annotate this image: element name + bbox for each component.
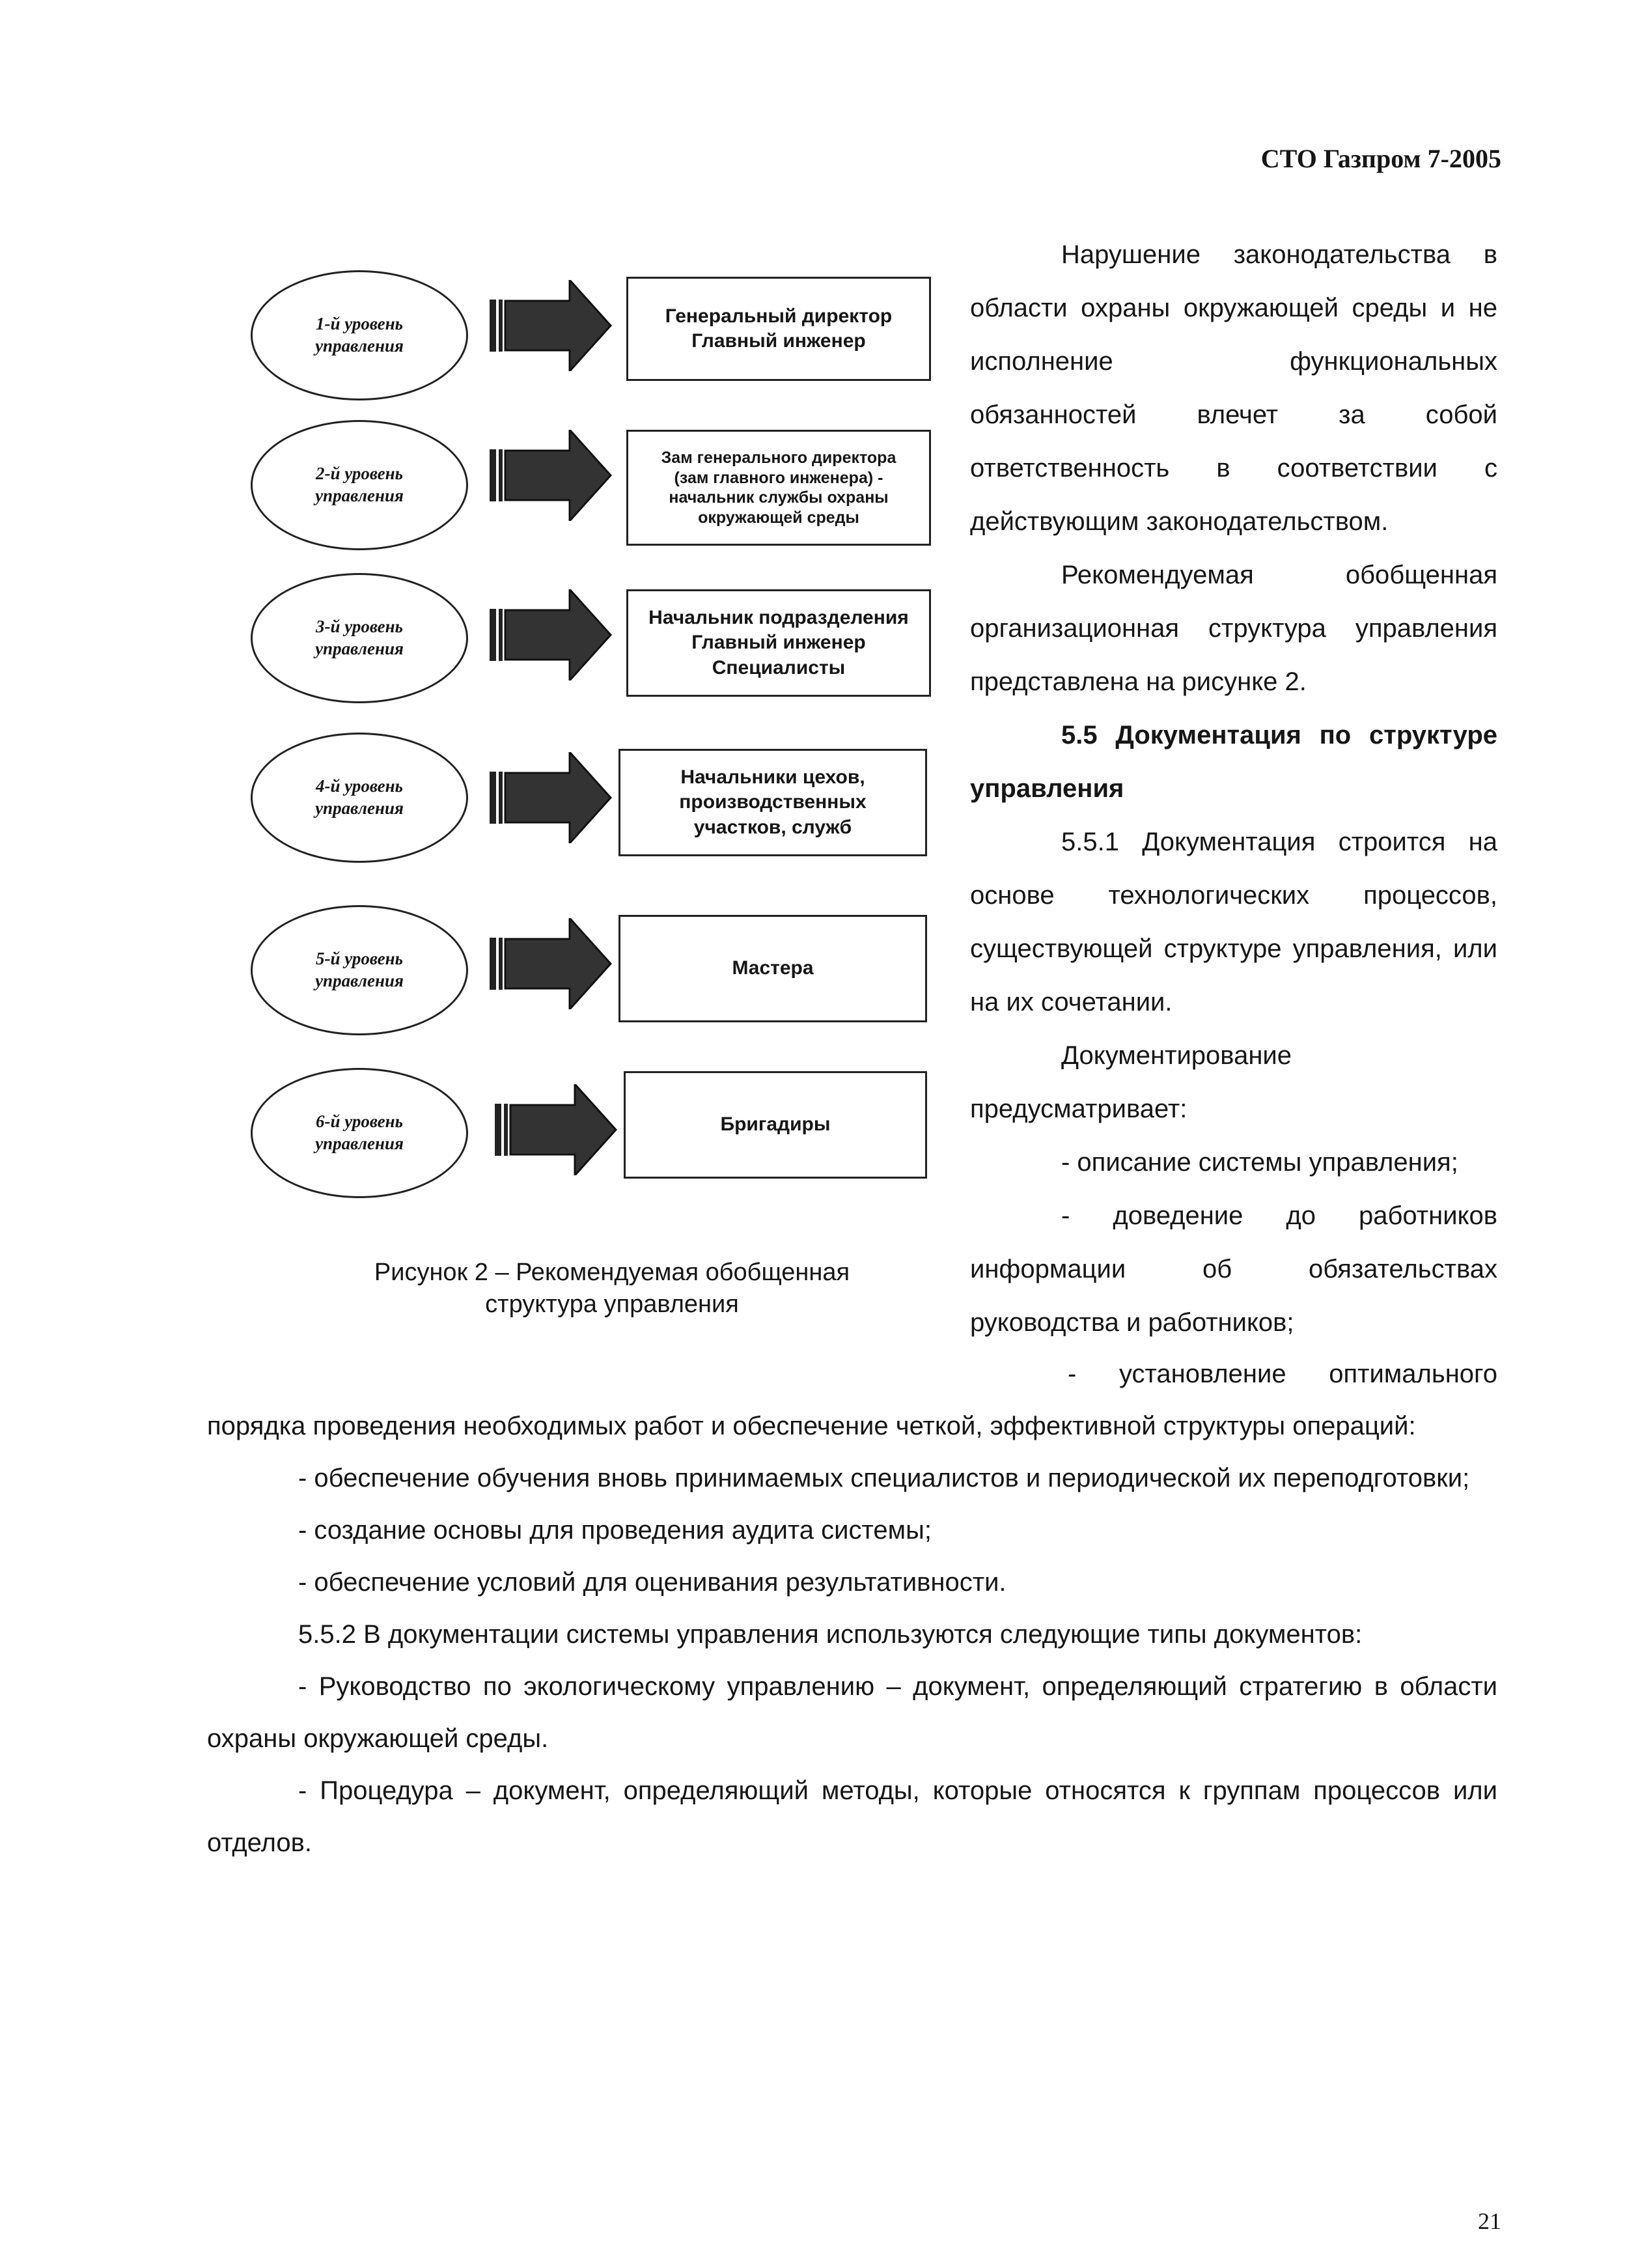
arrow-icon <box>490 918 612 1009</box>
level-label: 1-й уровень <box>316 314 403 334</box>
body-text: - установление оптимального порядка пров… <box>207 1348 1497 1869</box>
paragraph: Документирование предусматривает: <box>970 1041 1292 1123</box>
level-label: 5-й уровень <box>316 949 403 969</box>
arrow-icon <box>490 430 612 521</box>
level-position-box: Мастера <box>618 915 927 1022</box>
level-position-box: Генеральный директор Главный инженер <box>626 277 931 381</box>
level-oval: 4-й уровень управления <box>251 733 468 863</box>
level-label: управления <box>315 336 404 356</box>
level-oval: 1-й уровень управления <box>251 270 468 400</box>
level-oval: 5-й уровень управления <box>251 905 468 1035</box>
level-position-box: Начальники цехов, производственных участ… <box>618 749 927 856</box>
level-label: управления <box>315 1134 404 1153</box>
paragraph: Нарушение законодательства в области охр… <box>970 240 1497 536</box>
figure-caption: Рисунок 2 – Рекомендуемая обобщенная стр… <box>286 1257 938 1320</box>
arrow-icon <box>490 280 612 371</box>
arrow-icon <box>495 1084 617 1175</box>
level-oval: 6-й уровень управления <box>251 1068 468 1198</box>
bullet-item: - создание основы для проведения аудита … <box>298 1516 932 1545</box>
figure-caption-line: структура управления <box>485 1290 739 1318</box>
level-oval: 3-й уровень управления <box>251 573 468 703</box>
page-number: 21 <box>1478 2208 1501 2234</box>
level-label: 4-й уровень <box>316 776 403 796</box>
level-label: 6-й уровень <box>316 1112 403 1132</box>
paragraph: 5.5.1 Документация строится на основе те… <box>970 828 1497 1016</box>
bullet-item: - доведение до работников информации об … <box>970 1201 1497 1337</box>
level-label: управления <box>315 639 404 658</box>
bullet-item: - Процедура – документ, определяющий мет… <box>207 1776 1497 1857</box>
bullet-item: - Руководство по экологическому управлен… <box>207 1672 1497 1753</box>
document-header: СТО Газпром 7-2005 <box>1260 144 1501 173</box>
level-position-box: Начальник подразделения Главный инженер … <box>626 589 931 697</box>
level-position-box: Бригадиры <box>624 1071 927 1179</box>
bullet-item: - установление оптимального порядка пров… <box>207 1360 1497 1440</box>
level-label: управления <box>315 798 404 818</box>
level-oval: 2-й уровень управления <box>251 420 468 550</box>
bullet-item: - обеспечение условий для оценивания рез… <box>298 1568 1007 1597</box>
bullet-item: - обеспечение обучения вновь принимаемых… <box>298 1464 1470 1492</box>
paragraph: Рекомендуемая обобщенная организационная… <box>970 561 1497 696</box>
paragraph: 5.5.2 В документации системы управления … <box>298 1620 1363 1649</box>
level-position-box: Зам генерального директора (зам главного… <box>626 430 931 546</box>
arrow-icon <box>490 752 612 843</box>
bullet-item: - описание системы управления; <box>1061 1148 1458 1177</box>
level-label: управления <box>315 486 404 505</box>
right-column-text: Нарушение законодательства в области охр… <box>970 228 1497 1349</box>
arrow-icon <box>490 589 612 680</box>
section-heading: 5.5 Документация по структуре управления <box>970 721 1497 803</box>
figure-caption-line: Рисунок 2 – Рекомендуемая обобщенная <box>374 1259 850 1286</box>
level-label: 2-й уровень <box>316 464 403 484</box>
level-label: 3-й уровень <box>316 617 403 637</box>
level-label: управления <box>315 971 404 990</box>
